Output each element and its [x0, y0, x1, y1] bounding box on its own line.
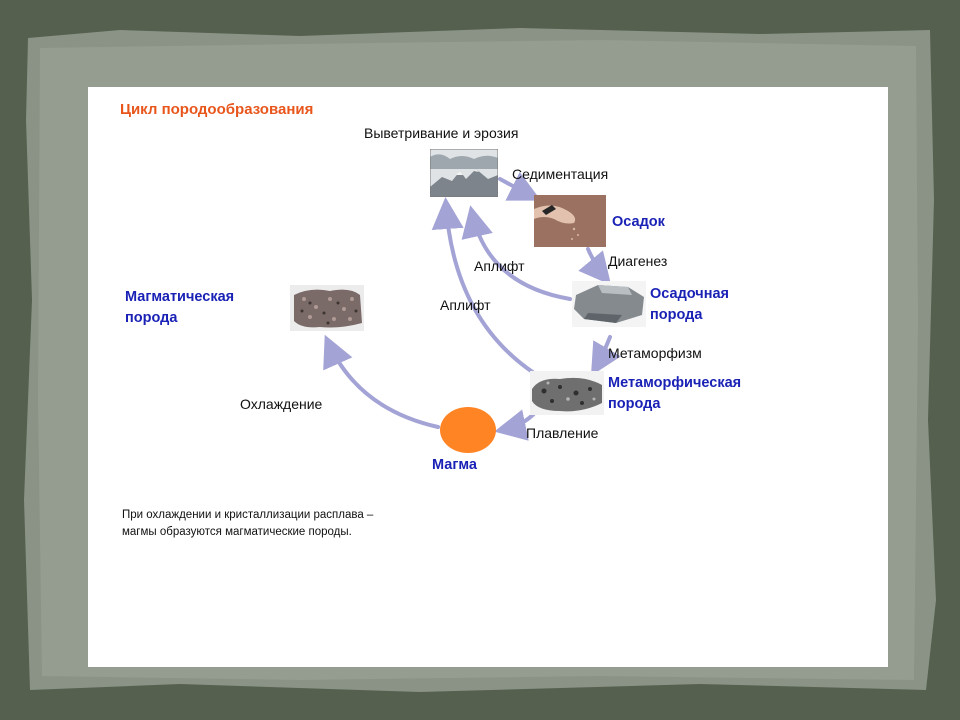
igneous-rock-image	[290, 285, 364, 331]
arrow-cooling	[323, 334, 440, 429]
arrow-uplift-sedimentary	[461, 205, 572, 301]
label-metamorphism: Метаморфизм	[608, 345, 702, 361]
label-sedimentary-rock-line1: Осадочная	[650, 286, 729, 302]
caption-line-2: магмы образуются магматические породы.	[122, 526, 352, 538]
sedimentary-rock-image	[572, 281, 646, 327]
metamorphic-rock-image	[530, 371, 604, 415]
arrow-diagenesis	[578, 247, 612, 286]
slide-panel: Цикл породообразования	[88, 87, 888, 667]
label-sedimentary-rock-line2: порода	[650, 307, 703, 323]
label-igneous-rock-line1: Магматическая	[125, 289, 235, 305]
label-magma: Магма	[432, 457, 477, 473]
label-melting: Плавление	[526, 425, 599, 441]
label-sediment: Осадок	[612, 214, 665, 230]
label-metamorphic-rock-line2: порода	[608, 396, 661, 412]
label-igneous-rock: Магматическая порода	[125, 287, 234, 329]
arrow-uplift-metamorphic	[431, 197, 536, 375]
mountains-image	[430, 149, 498, 197]
label-cooling: Охлаждение	[240, 396, 323, 412]
magma-circle	[440, 407, 496, 453]
label-uplift-1: Аплифт	[474, 258, 525, 274]
diagram-title: Цикл породообразования	[120, 101, 314, 118]
label-metamorphic-rock-line1: Метаморфическая	[608, 375, 742, 391]
label-sedimentary-rock: Осадочная порода	[650, 284, 729, 326]
label-sedimentation: Седиментация	[512, 166, 609, 182]
label-metamorphic-rock: Метаморфическая порода	[608, 373, 741, 415]
label-weathering: Выветривание и эрозия	[364, 125, 519, 141]
caption-line-1: При охлаждении и кристаллизации расплава…	[122, 509, 374, 521]
sediment-image	[534, 195, 606, 247]
arrow-metamorphism	[590, 335, 621, 376]
label-uplift-2: Аплифт	[440, 297, 491, 313]
arrow-sedimentation	[498, 171, 542, 201]
label-igneous-rock-line2: порода	[125, 310, 178, 326]
label-diagenesis: Диагенез	[608, 253, 668, 269]
caption-text: При охлаждении и кристаллизации расплава…	[122, 507, 482, 541]
